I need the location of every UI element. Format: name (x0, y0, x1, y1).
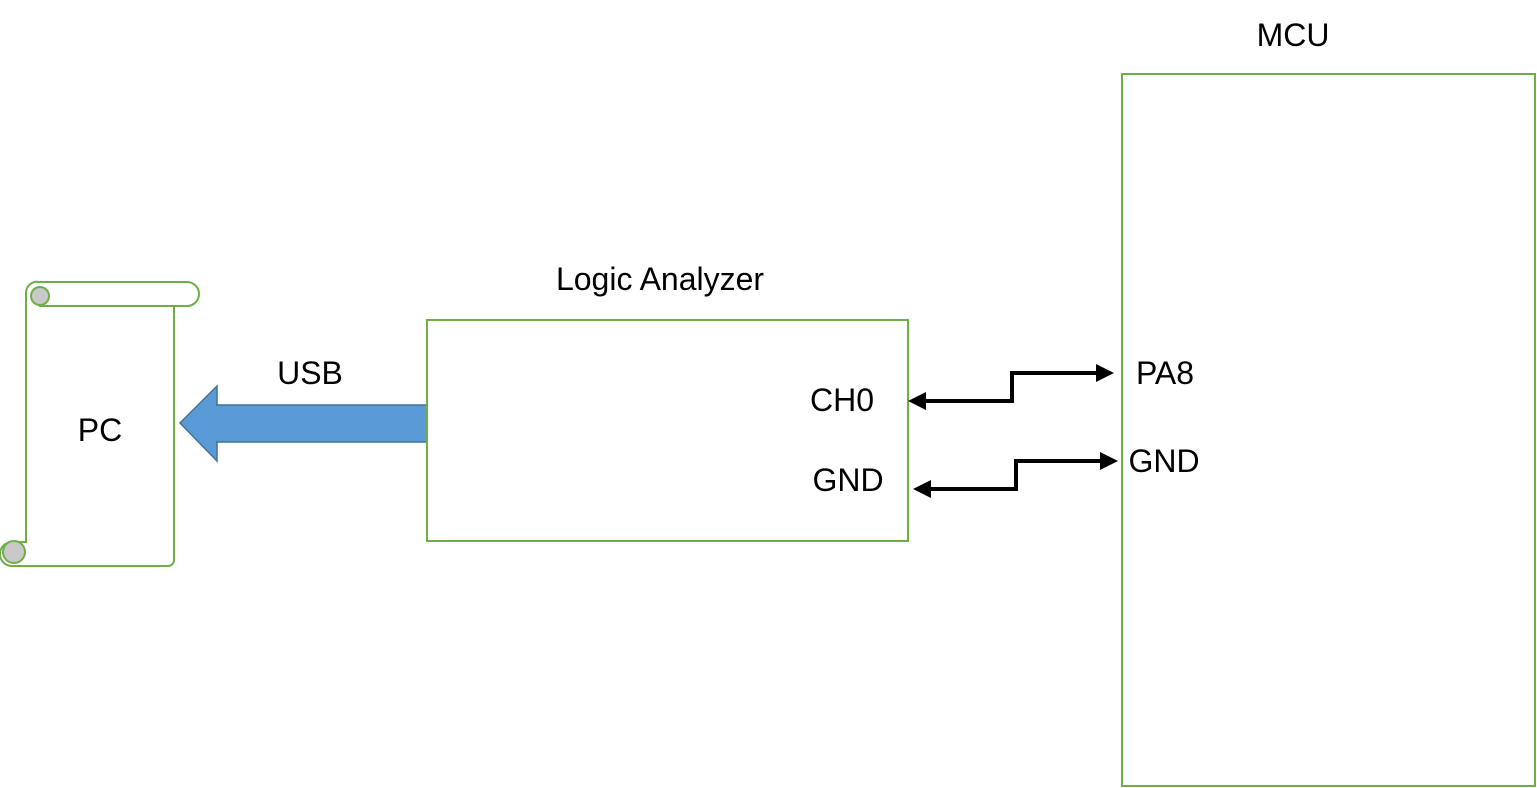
mcu-title: MCU (1257, 17, 1330, 53)
usb-connection: USB (178, 355, 428, 463)
mcu-pin-gnd: GND (1128, 443, 1199, 479)
ch0-pa8-wire (908, 364, 1114, 410)
ch0-arrowhead (908, 392, 926, 410)
la-gnd-arrowhead (913, 480, 931, 498)
logic-analyzer-box (426, 319, 909, 542)
mcu-node: MCU PA8 GND (1121, 17, 1536, 787)
signal-wires (908, 364, 1118, 498)
logic-analyzer-pin-gnd: GND (812, 462, 883, 498)
pc-node: PC (0, 280, 200, 567)
pc-scroll-body (0, 280, 200, 567)
mcu-box (1121, 73, 1536, 787)
pa8-arrowhead (1096, 364, 1114, 382)
usb-label: USB (277, 355, 343, 391)
logic-analyzer-node: Logic Analyzer CH0 GND (426, 261, 909, 542)
mcu-gnd-arrowhead (1100, 452, 1118, 470)
gnd-gnd-wire (913, 452, 1118, 498)
pc-scroll-top-curl (30, 286, 50, 306)
logic-analyzer-pin-ch0: CH0 (810, 382, 874, 418)
usb-arrow (178, 384, 428, 463)
logic-analyzer-title: Logic Analyzer (556, 261, 764, 297)
mcu-pin-pa8: PA8 (1136, 355, 1194, 391)
pc-scroll-bottom-curl (2, 540, 26, 564)
pc-label: PC (78, 412, 122, 448)
